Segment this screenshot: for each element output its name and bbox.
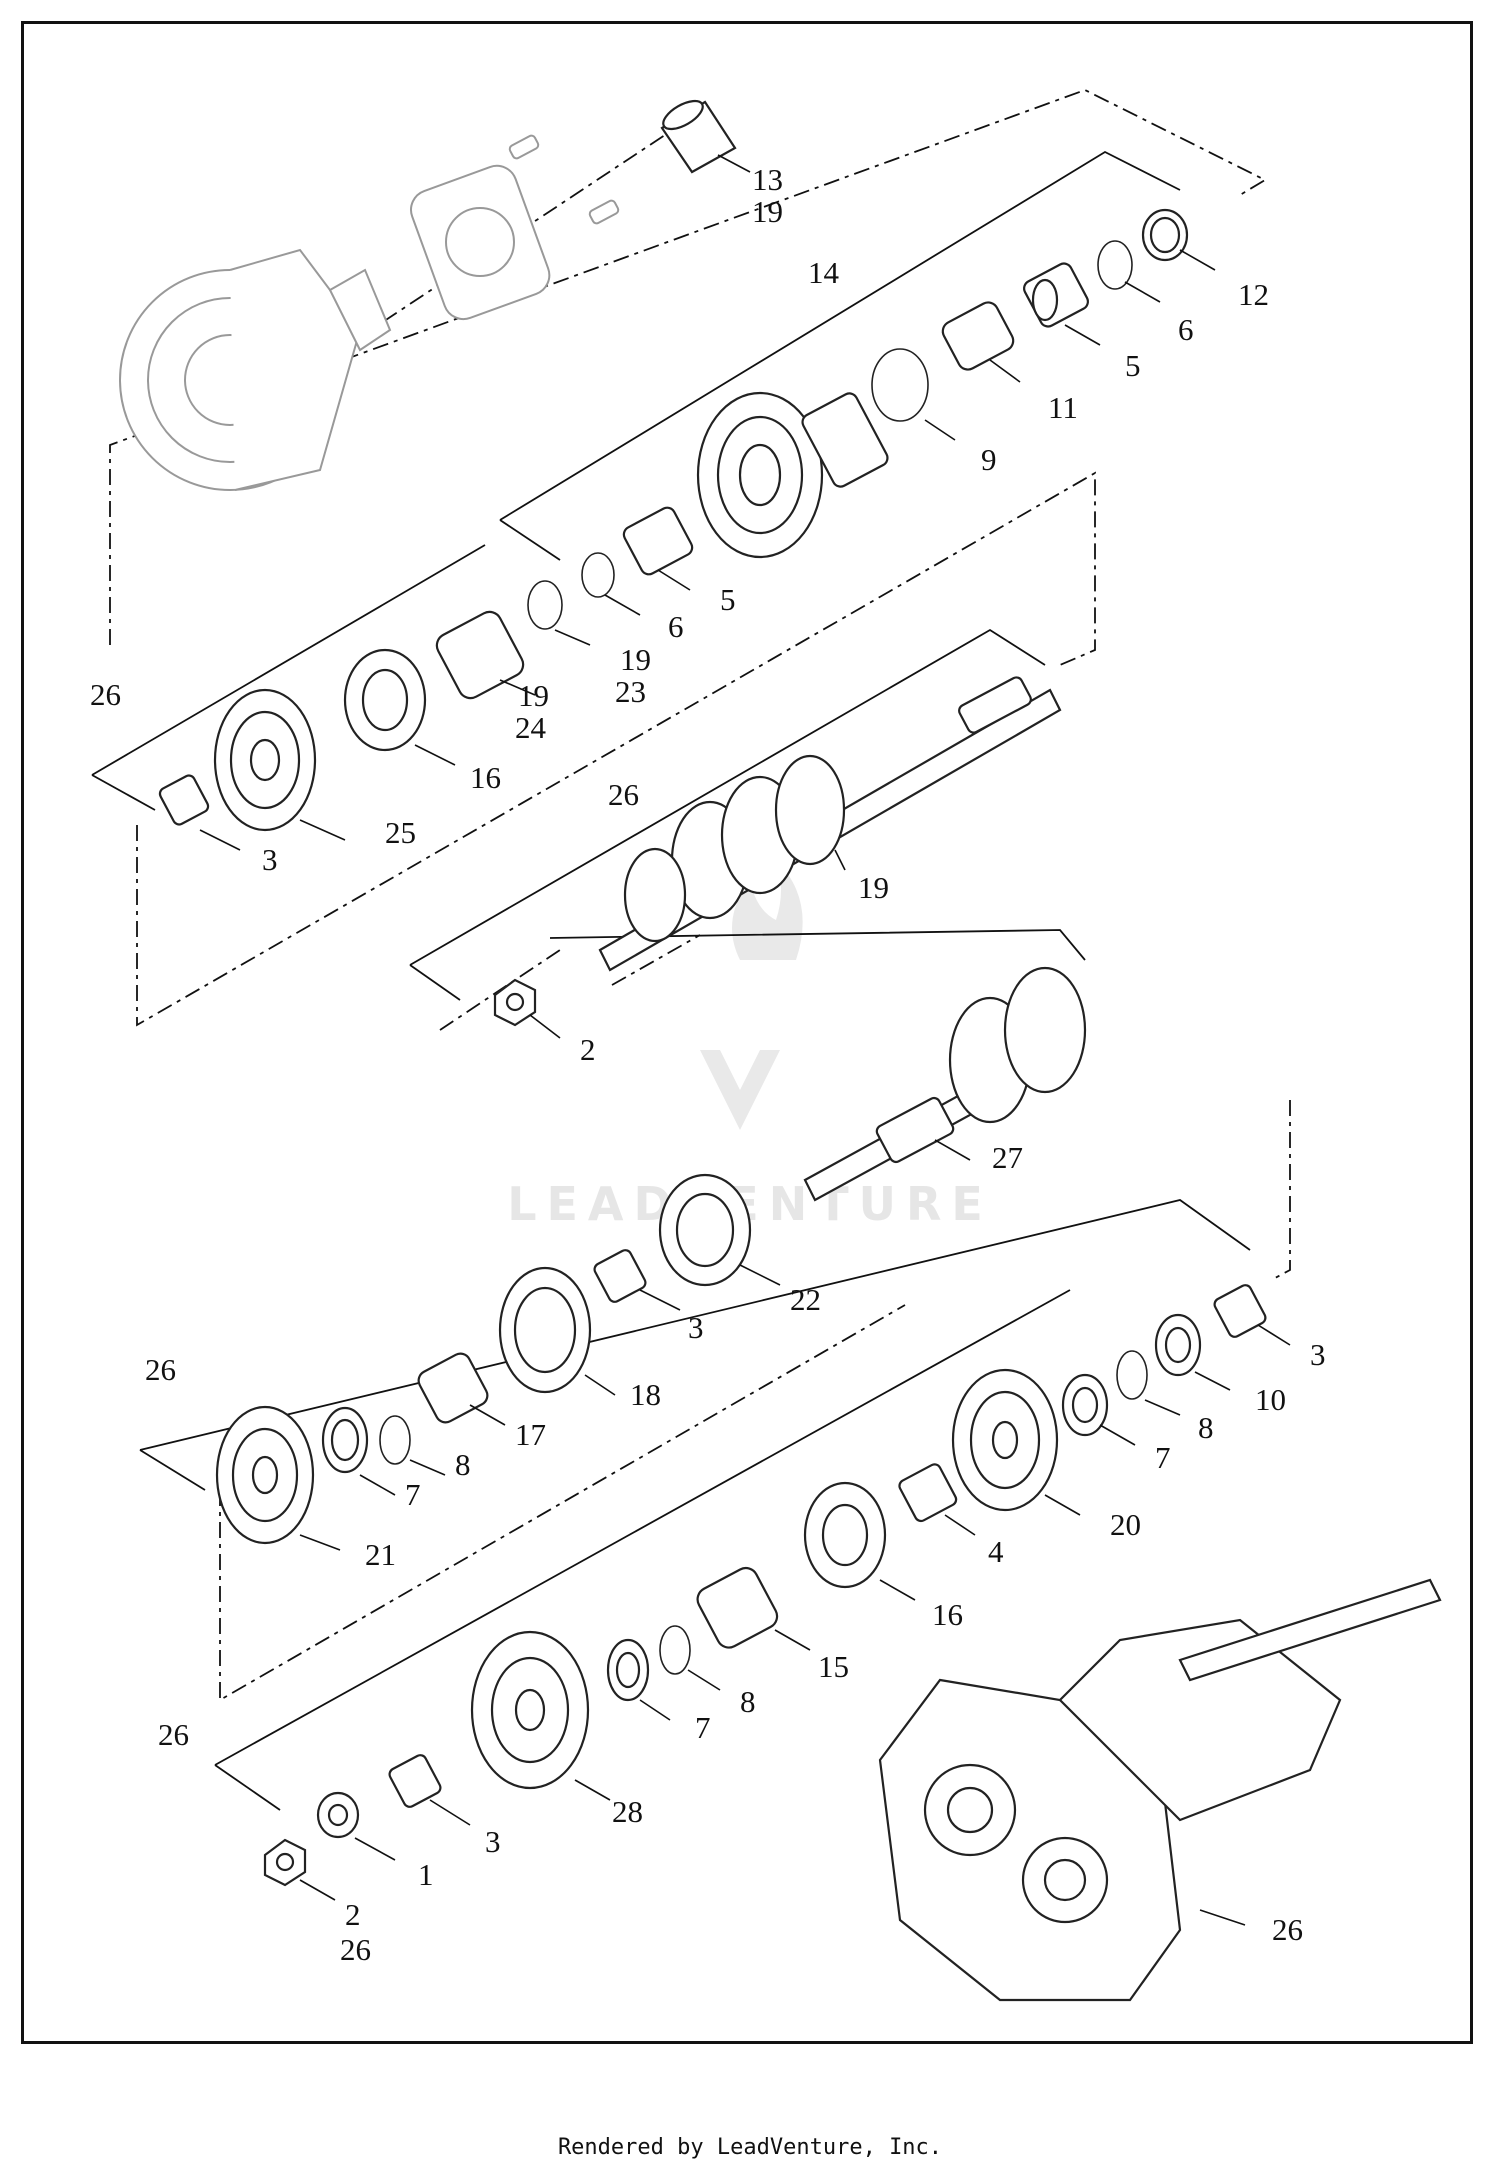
callout-7: 7 — [695, 1710, 711, 1745]
callout-8: 8 — [740, 1684, 756, 1719]
leader-lines — [199, 154, 1291, 1926]
nut-2-upper — [493, 978, 537, 1027]
shift-sleeve-19-24 — [435, 610, 525, 700]
callout-20: 20 — [1110, 1507, 1141, 1542]
transmission-case-assembly — [878, 1578, 1442, 2002]
ring-8-right — [1116, 1350, 1148, 1400]
retaining-ring-6-mid — [581, 552, 615, 598]
dog-ring-16-lower — [803, 1481, 887, 1589]
needle-bearing-5-top — [1023, 262, 1089, 328]
callout-4: 4 — [988, 1534, 1004, 1569]
retaining-ring-6-top — [1097, 240, 1133, 290]
footer-credit: Rendered by LeadVenture, Inc. — [557, 2135, 943, 2160]
washer-1 — [316, 1791, 360, 1839]
mainshaft-assembly — [598, 676, 1062, 972]
callout-3: 3 — [1310, 1337, 1326, 1372]
callout-16: 16 — [470, 760, 501, 795]
callout-19: 19 — [620, 642, 651, 677]
dog-ring-16-top — [343, 648, 427, 752]
callout-13: 13 — [752, 162, 783, 197]
callout-26: 26 — [158, 1717, 189, 1752]
callout-5: 5 — [720, 582, 736, 617]
callout-19: 19 — [858, 870, 889, 905]
callout-12: 12 — [1238, 277, 1269, 312]
bushing-13 — [660, 99, 737, 174]
seal-12 — [1141, 208, 1189, 262]
gear-22 — [658, 1173, 752, 1287]
callout-26: 26 — [608, 777, 639, 812]
washer-7-right — [1061, 1373, 1109, 1437]
sleeve-11 — [941, 301, 1015, 371]
callout-14: 14 — [808, 255, 840, 290]
washer-7-left — [321, 1406, 369, 1474]
gear-25 — [213, 688, 317, 832]
washer-10 — [1154, 1313, 1202, 1377]
callout-18: 18 — [630, 1377, 661, 1412]
callout-9: 9 — [981, 442, 997, 477]
needle-bearing-5-mid — [622, 506, 694, 576]
nut-2-lower — [263, 1838, 307, 1887]
gear-28 — [470, 1630, 590, 1790]
callout-21: 21 — [365, 1537, 396, 1572]
sleeve-17 — [417, 1352, 489, 1424]
gear-21 — [215, 1405, 315, 1545]
callout-2: 2 — [580, 1032, 596, 1067]
ring-19-23 — [527, 580, 563, 630]
gear-18 — [498, 1266, 592, 1394]
countershaft-assembly — [803, 966, 1087, 1202]
ring-8-lower — [659, 1625, 691, 1675]
callout-3: 3 — [262, 842, 278, 877]
callout-7: 7 — [405, 1477, 421, 1512]
callout-19: 19 — [518, 678, 549, 713]
callout-15: 15 — [818, 1649, 849, 1684]
callout-24: 24 — [515, 710, 547, 745]
callout-10: 10 — [1255, 1382, 1286, 1417]
ring-8-left — [379, 1415, 411, 1465]
needle-bearing-4 — [898, 1463, 958, 1523]
washer-7-lower — [606, 1638, 650, 1702]
callout-8: 8 — [1198, 1410, 1214, 1445]
needle-bearing-3-top — [158, 774, 210, 826]
callout-16: 16 — [932, 1597, 963, 1632]
callout-22: 22 — [790, 1282, 821, 1317]
needle-bearing-3-lower — [388, 1754, 442, 1808]
sprocket-assembly-ghost — [119, 134, 620, 491]
callouts: 13 19 14 12 6 5 11 9 5 6 19 23 19 24 26 … — [90, 162, 1326, 1967]
callout-25: 25 — [385, 815, 416, 850]
needle-bearing-3-right — [1213, 1284, 1267, 1338]
callout-3: 3 — [688, 1310, 704, 1345]
callout-26: 26 — [90, 677, 121, 712]
callout-19: 19 — [752, 194, 783, 229]
callout-27: 27 — [992, 1140, 1023, 1175]
callout-23: 23 — [615, 674, 646, 709]
callout-7: 7 — [1155, 1440, 1171, 1475]
needle-bearing-3-mid — [593, 1249, 647, 1303]
main-drive-gear — [696, 391, 889, 559]
group-brackets — [91, 150, 1251, 1811]
shift-sleeve-15 — [696, 1566, 779, 1649]
callout-11: 11 — [1048, 390, 1078, 425]
callout-28: 28 — [612, 1794, 643, 1829]
callout-26: 26 — [145, 1352, 176, 1387]
callout-5: 5 — [1125, 348, 1141, 383]
callout-2: 2 — [345, 1897, 361, 1932]
callout-26: 26 — [340, 1932, 371, 1967]
callout-3: 3 — [485, 1824, 501, 1859]
callout-6: 6 — [668, 609, 684, 644]
o-ring-9 — [871, 348, 929, 422]
callout-8: 8 — [455, 1447, 471, 1482]
callout-1: 1 — [418, 1857, 434, 1892]
callout-6: 6 — [1178, 312, 1194, 347]
callout-26: 26 — [1272, 1912, 1303, 1947]
callout-17: 17 — [515, 1417, 546, 1452]
gear-20 — [951, 1368, 1059, 1512]
